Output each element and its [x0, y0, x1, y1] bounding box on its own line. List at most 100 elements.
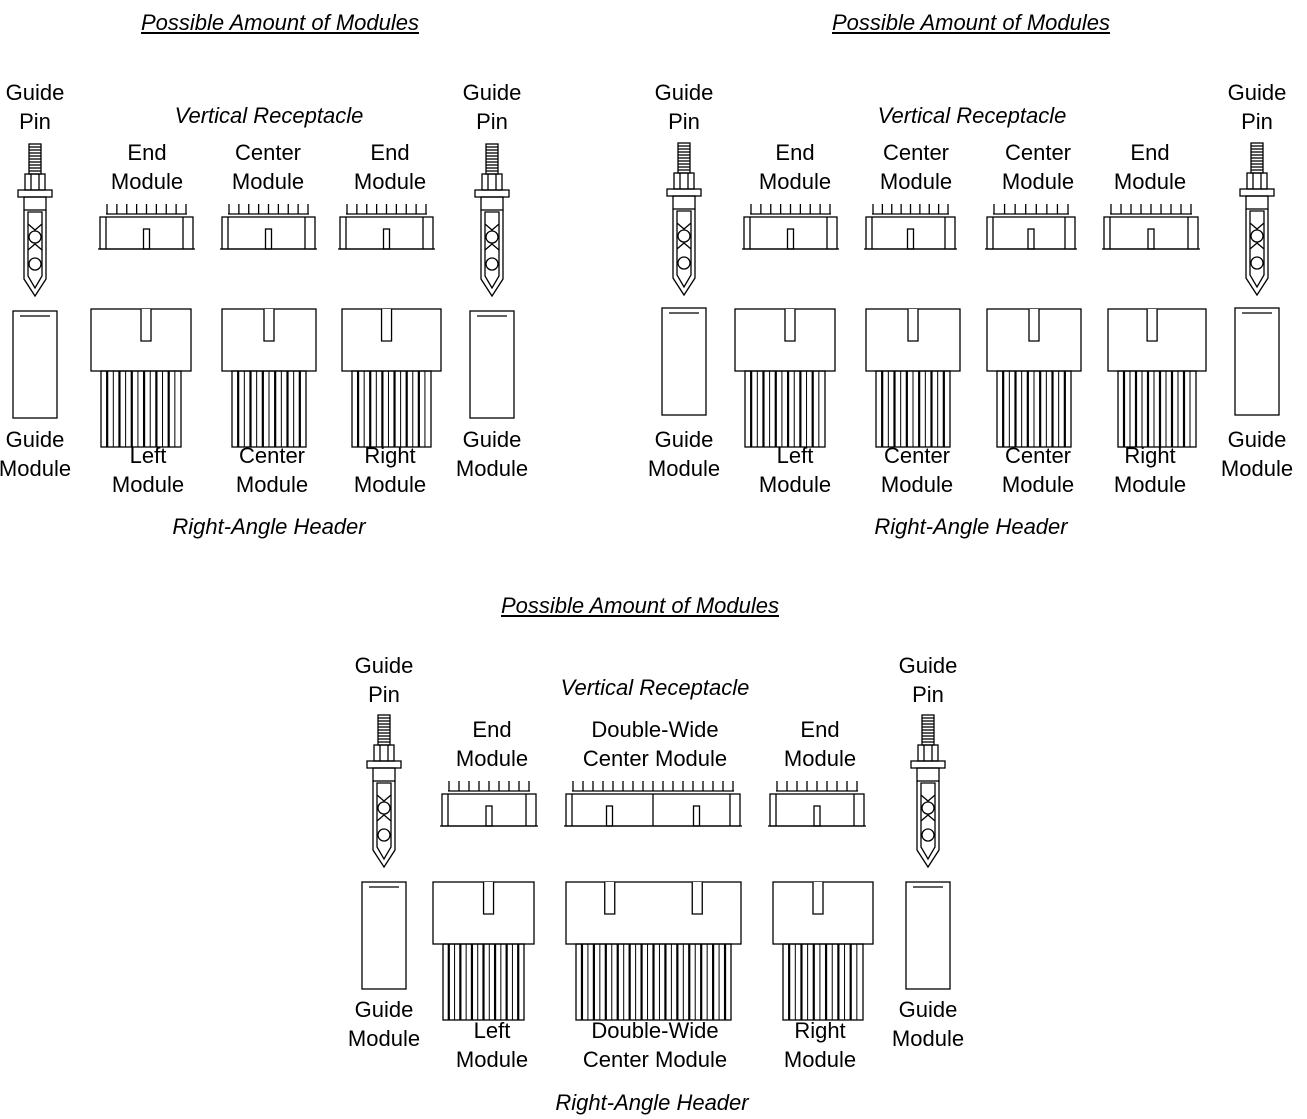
receptacle-module-label-line: End [127, 140, 167, 165]
guide-module [1234, 307, 1280, 416]
receptacle-module-label-line: End [370, 140, 410, 165]
header-module [221, 308, 317, 448]
guide-pin-label-line: Guide [354, 653, 414, 678]
header-module-label-line: Module [235, 472, 309, 497]
guide-pin-label-line: Pin [476, 109, 508, 134]
vertical-receptacle-label: Vertical Receptacle [561, 673, 750, 702]
guide-module [12, 310, 58, 419]
header-module-label-line: Center [238, 443, 306, 468]
guide-module-label-line: Module [347, 1026, 421, 1051]
guide-pin-label-line: Guide [898, 653, 958, 678]
receptacle-module [338, 204, 435, 250]
receptacle-module-label-line: Center [1004, 140, 1072, 165]
guide-module-label-line: Module [1220, 456, 1294, 481]
guide-module-label-line: Guide [462, 427, 522, 452]
receptacle-module-label-line: Module [879, 169, 953, 194]
right-angle-header-label: Right-Angle Header [874, 512, 1067, 541]
diagram-title: Possible Amount of Modules [832, 8, 1110, 37]
receptacle-module [564, 781, 742, 827]
header-module [986, 308, 1082, 448]
right-angle-header-label: Right-Angle Header [555, 1088, 748, 1117]
right-angle-header-label-line: Right-Angle Header [555, 1090, 749, 1115]
header-module-label-line: Center [1004, 443, 1072, 468]
guide-pin-label-line: Pin [19, 109, 51, 134]
guide-pin-label-line: Guide [654, 80, 714, 105]
guide-module-label-line: Guide [654, 427, 714, 452]
header-module-label-line: Right [1124, 443, 1176, 468]
receptacle-module-label-line: Module [353, 169, 427, 194]
receptacle-module [440, 781, 538, 827]
receptacle-module-label-line: Center Module [582, 746, 728, 771]
header-module-label-line: Module [111, 472, 185, 497]
header-module [432, 881, 535, 1021]
guide-module [361, 881, 407, 990]
diagram-title-line: Possible Amount of Modules [141, 10, 419, 35]
header-module-label-line: Right [794, 1018, 846, 1043]
header-module-label-line: Module [783, 1047, 857, 1072]
header-module [772, 881, 874, 1021]
guide-pin-label-line: Pin [668, 109, 700, 134]
vertical-receptacle-label-line: Vertical Receptacle [877, 103, 1067, 128]
header-module [90, 308, 192, 448]
guide-pin-label-line: Guide [5, 80, 65, 105]
diagram-title-line: Possible Amount of Modules [832, 10, 1110, 35]
receptacle-module-label-line: Module [1113, 169, 1187, 194]
vertical-receptacle-label-line: Vertical Receptacle [174, 103, 364, 128]
guide-pin [17, 143, 53, 298]
receptacle-module-label-line: Center [234, 140, 302, 165]
receptacle-module-label-line: Module [758, 169, 832, 194]
header-module-label-line: Double-Wide [591, 1018, 719, 1043]
receptacle-module [220, 204, 317, 250]
guide-module [469, 310, 515, 419]
guide-module-label-line: Module [455, 456, 529, 481]
guide-module-label-line: Module [891, 1026, 965, 1051]
guide-module-label-line: Module [0, 456, 72, 481]
guide-pin [910, 714, 946, 869]
vertical-receptacle-label: Vertical Receptacle [878, 101, 1067, 130]
guide-module-label-line: Guide [5, 427, 65, 452]
guide-module-label-line: Guide [354, 997, 414, 1022]
guide-pin [366, 714, 402, 869]
header-module-label-line: Module [1001, 472, 1075, 497]
receptacle-module-label-line: End [775, 140, 815, 165]
guide-module-label-line: Guide [1227, 427, 1287, 452]
receptacle-module [1102, 204, 1200, 250]
guide-module-label-line: Module [647, 456, 721, 481]
vertical-receptacle-label: Vertical Receptacle [175, 101, 364, 130]
guide-module-label-line: Guide [898, 997, 958, 1022]
header-module [1107, 308, 1207, 448]
header-module [341, 308, 442, 448]
receptacle-module [742, 204, 839, 250]
header-module [865, 308, 961, 448]
header-module-label-line: Left [473, 1018, 511, 1043]
guide-pin-label-line: Pin [368, 682, 400, 707]
receptacle-module [864, 204, 957, 250]
header-module-label-line: Center [883, 443, 951, 468]
header-module-label-line: Left [776, 443, 814, 468]
header-module-label-line: Center Module [582, 1047, 728, 1072]
diagram-title: Possible Amount of Modules [141, 8, 419, 37]
right-angle-header-label-line: Right-Angle Header [874, 514, 1068, 539]
